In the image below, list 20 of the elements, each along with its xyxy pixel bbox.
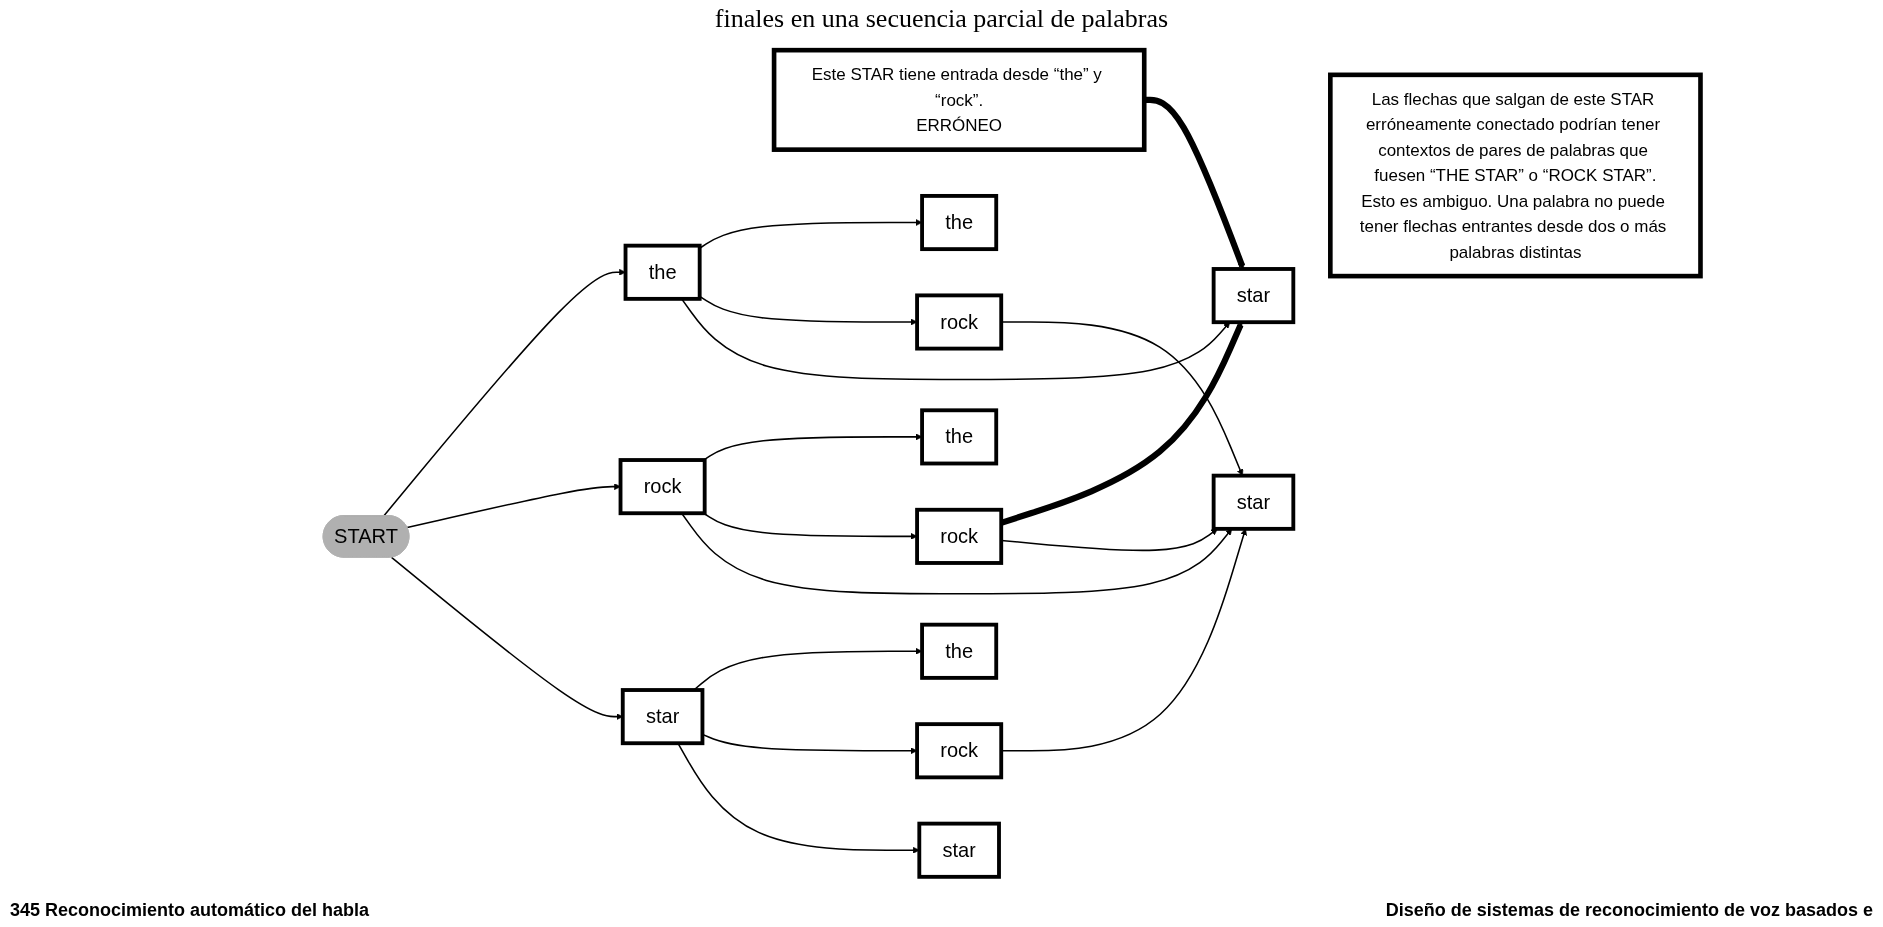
arrow [680, 512, 1233, 595]
node-box: the [623, 243, 702, 301]
node-box: star [1211, 473, 1296, 531]
node-box: rock [915, 722, 1004, 780]
arrow [680, 298, 1231, 381]
node-box: the [920, 622, 999, 680]
node-box: star [1211, 267, 1296, 325]
slide-heading: finales en una secuencia parcial de palabras [714, 4, 1169, 33]
node-box: Este STAR tiene entrada desde “the” y “rock”. ERRÓNEO [771, 47, 1147, 152]
node-box: the [920, 408, 999, 466]
node-box: star [917, 821, 1001, 879]
node-box: rock [618, 458, 707, 516]
arrow [1144, 96, 1246, 270]
node-box: star [620, 688, 705, 746]
node-box: rock [915, 293, 1004, 351]
node-box: Las flechas que salgan de este STAR erróneamente conectado podrían tener contextos de pares de palabras que fuesen “THE STAR” o “ROCK STAR”. Esto es ambiguo. Una palabra no puede tener flechas entrantes desde dos o más palabras distintas [1328, 72, 1703, 279]
footer-text: 345 Reconocimiento automático del habla [10, 900, 370, 921]
footer-text: Diseño de sistemas de reconocimiento de voz basados e [1385, 900, 1873, 921]
node-box: the [920, 194, 999, 252]
node-box: rock [915, 507, 1004, 565]
